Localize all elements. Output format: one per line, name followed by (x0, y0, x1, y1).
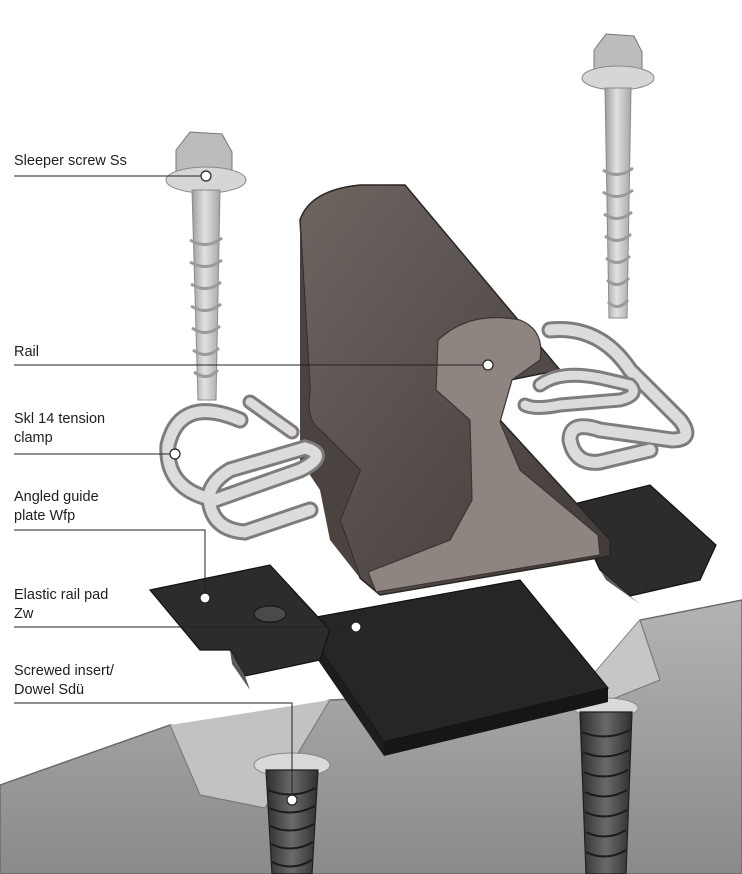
label-leader-lines (14, 175, 488, 800)
sleeper-screws (165, 33, 655, 401)
screwed-insert-dowels (265, 711, 633, 874)
label-tension-clamp: Skl 14 tension clamp (14, 411, 106, 446)
label-dowel: Screwed insert/ Dowel Sdü (14, 663, 114, 698)
label-sleeper-screw: Sleeper screw Ss (14, 153, 127, 169)
skl14-tension-clamps (159, 321, 695, 541)
label-rail-pad: Elastic rail pad Zw (14, 587, 109, 622)
label-guide-plate: Angled guide plate Wfp (14, 489, 99, 524)
label-dots (169, 170, 494, 806)
angled-guide-plates (148, 484, 717, 690)
rail (299, 184, 611, 596)
label-rail: Rail (14, 344, 39, 360)
